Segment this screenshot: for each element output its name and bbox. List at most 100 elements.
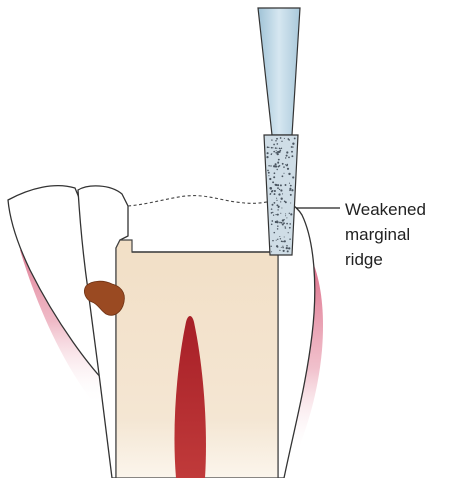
bur-grit-dot [283,173,284,174]
bur-grit-dot [292,176,294,178]
bur-grit-dot [285,213,286,214]
bur-grit-dot [273,176,275,178]
bur-grit-dot [271,208,273,210]
callout-label: Weakened marginal ridge [345,200,431,269]
bur-grit-dot [282,175,284,177]
bur-grit-dot [290,202,291,203]
bur-grit-dot [289,213,290,214]
bur-grit-dot [285,157,286,158]
bur-grit-dot [279,189,280,190]
bur-grit-dot [274,232,275,233]
bur-grit-dot [292,146,293,147]
bur-grit-dot [284,138,285,139]
bur-grit-dot [282,219,284,221]
bur-grit-dot [273,215,274,216]
bur-grit-dot [281,247,282,248]
bur-grit-dot [281,141,282,142]
callout-line-1: Weakened [345,200,426,219]
bur-grit-dot [267,146,269,148]
bur-grit-dot [290,194,292,196]
bur-grit-dot [286,164,288,166]
bur-grit-dot [275,214,276,215]
bur-grit-dot [280,213,281,214]
bur-grit-dot [282,163,284,165]
bur-grit-dot [284,226,285,227]
bur-grit-dot [281,198,283,200]
bur-grit-dot [286,247,288,249]
bur-grit-dot [269,187,271,189]
bur-grit-dot [275,165,277,167]
bur-grit-dot [288,173,290,175]
bur-grit-dot [282,247,283,248]
bur-grit-dot [277,220,278,221]
bur-grit-dot [288,157,290,159]
bur-grit-dot [277,214,279,216]
bur-grit-dot [270,165,271,166]
bur-grit-dot [289,188,291,190]
bur-grit-dot [267,170,269,172]
bur-grit-dot [275,184,277,186]
bur-grit-dot [274,190,276,192]
bur-grit-dot [281,222,283,224]
bur-grit-dot [283,250,284,251]
bur-grit-dot [294,137,296,139]
bur-grit-dot [280,189,282,191]
bur-grit-dot [285,184,287,186]
bur-grit-dot [292,143,294,145]
bur-grit-dot [273,202,275,204]
bur-grit-dot [280,150,282,152]
bur-grit-dot [287,250,289,252]
bur-grit-dot [290,213,292,215]
bur-grit-dot [268,172,270,174]
bur-grit-dot [277,151,279,153]
bur-grit-dot [284,236,285,237]
bur-grit-dot [285,215,286,216]
bur-grit-dot [276,150,277,151]
bur-grit-dot [283,166,285,168]
bur-grit-dot [281,241,283,243]
bur-grit-dot [286,217,287,218]
bur-grit-dot [284,240,286,242]
bur-grit-dot [271,154,272,155]
dental-bur [258,8,300,255]
bur-grit-dot [276,148,277,149]
bur-grit-dot [275,147,277,149]
bur-grit-dot [285,201,287,203]
bur-grit-dot [278,166,280,168]
bur-grit-dot [279,236,280,237]
bur-grit-dot [279,250,280,251]
bur-grit-dot [266,156,268,158]
bur-grit-dot [289,223,291,225]
bur-grit-dot [268,147,269,148]
bur-grit-dot [277,239,278,240]
bur-grit-dot [276,138,278,140]
bur-grit-dot [286,245,288,247]
bur-grit-dot [280,201,281,202]
bur-grit-dot [269,178,271,180]
bur-grit-dot [281,207,282,208]
bur-grit-dot [276,169,277,170]
bur-grit-dot [280,238,281,239]
bur-grit-dot [276,198,277,199]
bur-grit-dot [288,232,289,233]
bur-grit-dot [282,193,283,194]
bur-grit-dot [278,207,279,208]
bur-grit-dot [289,190,290,191]
bur-grit-dot [291,146,293,148]
bur-grit-dot [277,153,279,155]
bur-grit-dot [272,240,274,242]
bur-cutting-head [264,135,298,255]
bur-grit-dot [276,200,277,201]
bur-grit-dot [286,223,288,225]
bur-grit-dot [271,224,273,226]
bur-grit-dot [289,227,291,229]
bur-grit-dot [277,187,279,189]
bur-grit-dot [288,139,290,141]
bur-grit-dot [277,209,278,210]
bur-grit-dot [271,220,273,222]
bur-grit-dot [272,212,273,213]
bur-grit-dot [288,248,289,249]
bur-grit-dot [282,223,284,225]
bur-grit-dot [289,238,291,240]
